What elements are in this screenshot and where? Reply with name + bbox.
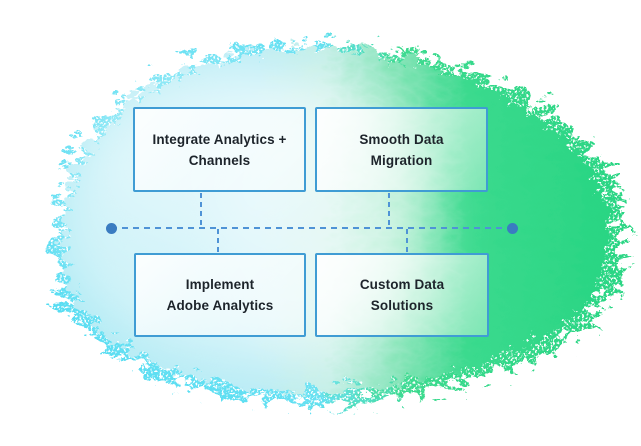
node-label: Custom Data Solutions xyxy=(360,274,444,316)
node-label-line: Adobe Analytics xyxy=(166,298,274,313)
connector-bottom-left xyxy=(217,229,219,253)
node-label-line: Integrate Analytics + xyxy=(152,131,287,147)
connector-bottom-right xyxy=(406,229,408,253)
connector-top-right xyxy=(388,193,390,227)
node-label-line: Channels xyxy=(188,152,251,168)
node-label-line: Solutions xyxy=(370,298,434,313)
timeline-left-endpoint-dot xyxy=(106,223,117,234)
timeline-horizontal-dashed-line xyxy=(111,227,512,229)
node-custom-data-solutions: Custom Data Solutions xyxy=(315,253,489,337)
node-label: Integrate Analytics + Channels xyxy=(152,129,286,171)
node-label-line: Custom Data xyxy=(359,277,445,292)
node-label-line: Smooth Data xyxy=(359,131,444,147)
node-implement-adobe-analytics: Implement Adobe Analytics xyxy=(134,253,306,337)
node-label-line: Migration xyxy=(370,152,433,168)
node-label-line: Implement xyxy=(185,277,255,292)
timeline-right-endpoint-dot xyxy=(507,223,518,234)
node-label: Implement Adobe Analytics xyxy=(167,274,274,316)
node-label: Smooth Data Migration xyxy=(359,129,443,171)
node-smooth-data-migration: Smooth Data Migration xyxy=(315,107,488,192)
node-integrate-analytics-channels: Integrate Analytics + Channels xyxy=(133,107,306,192)
connector-top-left xyxy=(200,193,202,227)
